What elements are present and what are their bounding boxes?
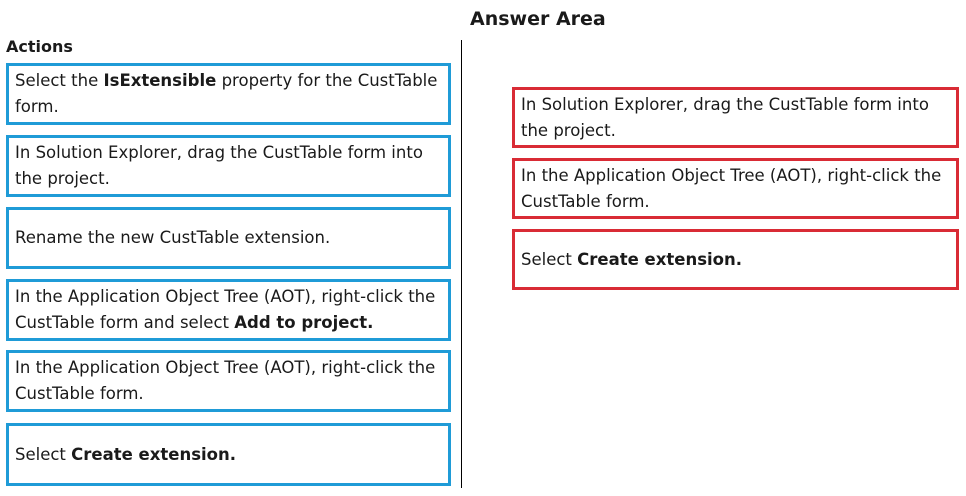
action-item-text: In the Application Object Tree (AOT), ri… bbox=[15, 358, 436, 403]
answer-slot-2[interactable]: In the Application Object Tree (AOT), ri… bbox=[512, 158, 959, 219]
answer-item-text: Select Create extension. bbox=[521, 249, 743, 269]
answer-slot-1[interactable]: In Solution Explorer, drag the CustTable… bbox=[512, 87, 959, 148]
action-item-create-extension[interactable]: Select Create extension. bbox=[6, 423, 451, 486]
answer-item-text: In the Application Object Tree (AOT), ri… bbox=[521, 165, 942, 211]
action-item-drag-custtable[interactable]: In Solution Explorer, drag the CustTable… bbox=[6, 135, 451, 197]
actions-title: Actions bbox=[6, 37, 73, 56]
action-item-right-click-custtable[interactable]: In the Application Object Tree (AOT), ri… bbox=[6, 350, 451, 412]
action-item-text: Select the IsExtensible property for the… bbox=[15, 71, 438, 116]
action-item-add-to-project[interactable]: In the Application Object Tree (AOT), ri… bbox=[6, 279, 451, 341]
action-item-text: Rename the new CustTable extension. bbox=[15, 228, 331, 247]
action-item-text: Select Create extension. bbox=[15, 444, 237, 464]
action-item-text: In the Application Object Tree (AOT), ri… bbox=[15, 287, 436, 332]
action-item-rename-extension[interactable]: Rename the new CustTable extension. bbox=[6, 207, 451, 269]
answer-slot-3[interactable]: Select Create extension. bbox=[512, 229, 959, 290]
action-item-text: In Solution Explorer, drag the CustTable… bbox=[15, 143, 423, 188]
answer-item-text: In Solution Explorer, drag the CustTable… bbox=[521, 94, 929, 140]
action-item-set-isextensible[interactable]: Select the IsExtensible property for the… bbox=[6, 63, 451, 125]
column-divider bbox=[461, 40, 462, 488]
answer-area-title: Answer Area bbox=[470, 8, 606, 30]
